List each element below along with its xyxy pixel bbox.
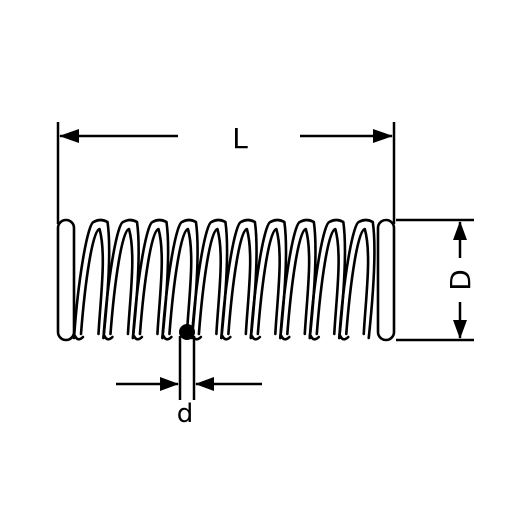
spring-coil-bottom-turn	[162, 334, 173, 341]
spring-coil-inner	[315, 227, 340, 336]
wire-diameter-label: d	[177, 399, 194, 429]
spring-coil-inner	[109, 227, 134, 336]
spring-coil-bottom-turn	[309, 334, 321, 341]
diameter-label: D	[444, 269, 477, 291]
spring-coil-bottom-turn	[280, 334, 291, 341]
wire-cross-section	[179, 324, 195, 340]
spring-coil-bottom-turn	[338, 334, 350, 341]
spring-coil-inner	[344, 227, 370, 336]
wire-arrowhead-left	[160, 377, 179, 391]
diameter-arrowhead-bottom	[453, 320, 467, 339]
spring-coil-inner	[197, 227, 223, 336]
spring-coil-inner	[256, 227, 281, 336]
length-dimension	[56, 122, 396, 224]
spring-coil	[337, 218, 376, 340]
spring-coil-inner	[227, 227, 252, 336]
spring-coil-bottom-turn	[132, 334, 144, 341]
spring-coil-bottom-turn	[103, 334, 114, 341]
diameter-arrowhead-top	[453, 221, 467, 240]
length-arrowhead-right	[373, 129, 393, 143]
wire-diameter-dimension	[116, 336, 262, 400]
spring-coil-inner	[286, 227, 311, 336]
spring-coil-inner	[138, 227, 164, 336]
length-label: L	[232, 122, 248, 155]
spring-coil-inner	[168, 227, 193, 336]
spring-coil-inner	[79, 227, 105, 336]
spring-coil-bottom-turn	[221, 334, 232, 341]
spring-end-coil-left	[56, 218, 76, 342]
spring-end-coil-right	[376, 218, 396, 342]
wire-arrowhead-right	[195, 377, 214, 391]
helical-spring	[56, 218, 396, 342]
spring-coil-bottom-turn	[73, 334, 85, 341]
length-arrowhead-left	[59, 129, 79, 143]
spring-coil-bottom-turn	[250, 334, 262, 341]
